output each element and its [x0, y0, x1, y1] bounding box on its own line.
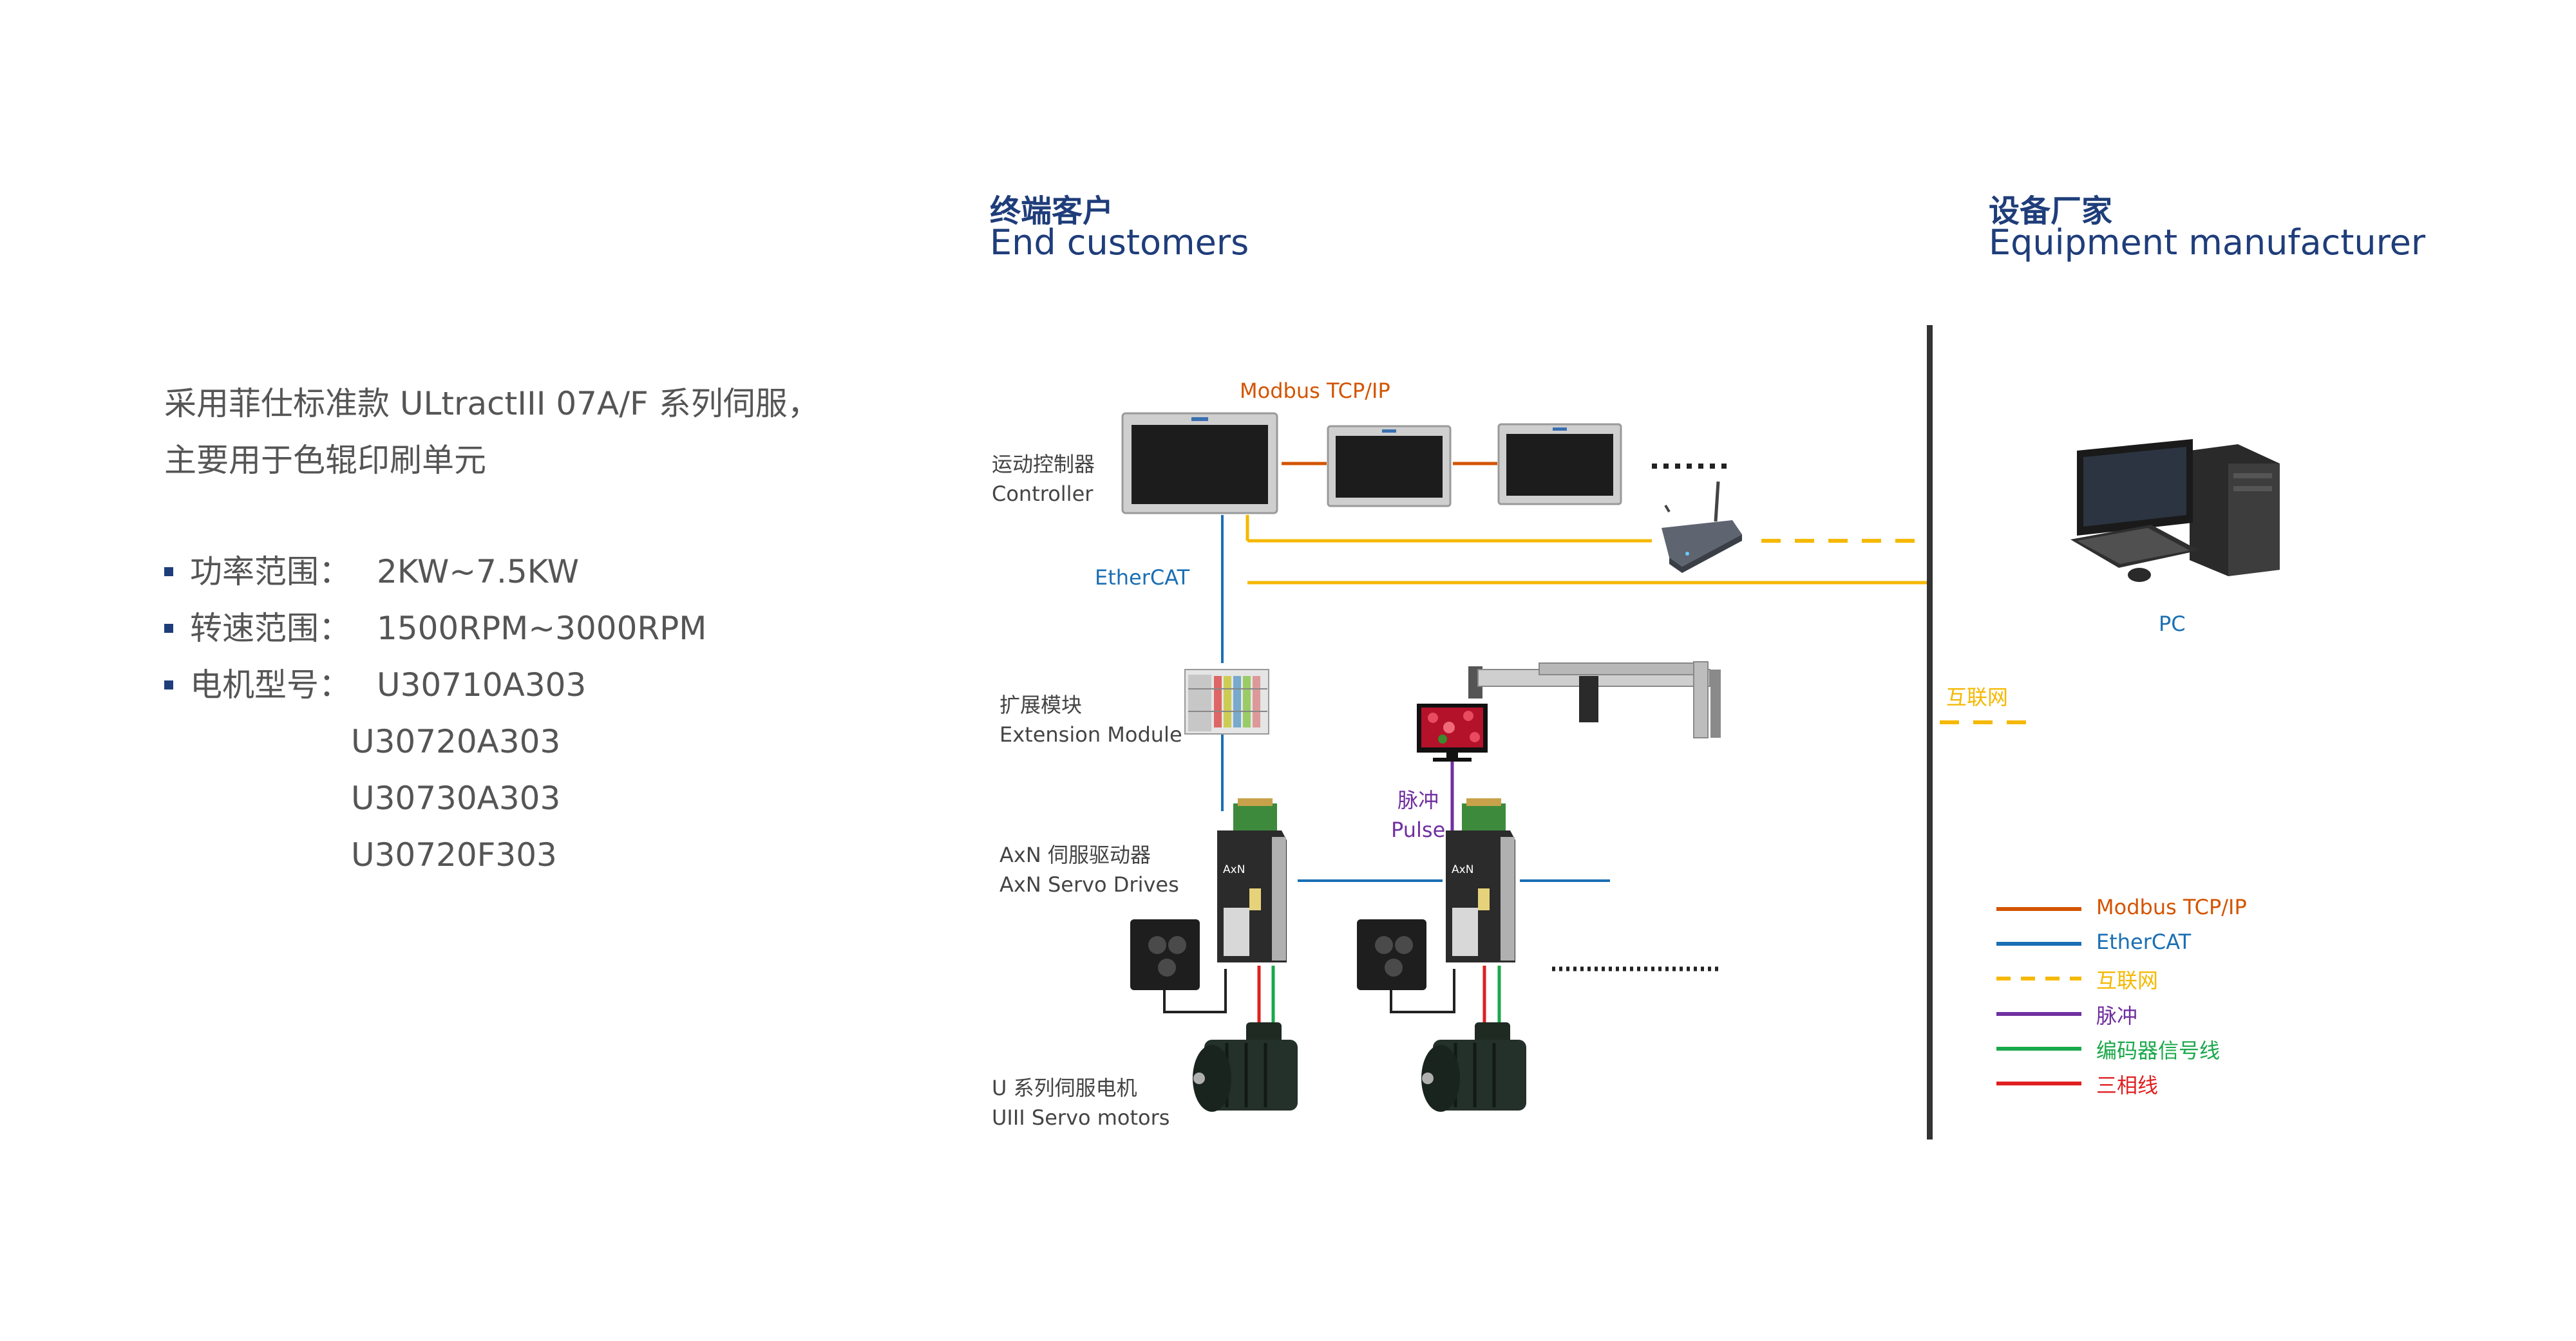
end-customers-heading-cn: 终端客户: [990, 193, 1114, 229]
extension-module-label: 扩展模块 Extension Module: [999, 690, 1182, 749]
legend-label-modbus: Modbus TCP/IP: [2096, 895, 2247, 919]
spec-power: 功率范围： 2KW~7.5KW: [164, 543, 579, 600]
motor-cable: [1390, 969, 1455, 1013]
legend-label-ethercat: EtherCAT: [2096, 930, 2192, 954]
legend-swatches: [1996, 907, 2081, 1085]
controller-panel-icon: [1121, 412, 1278, 514]
bullet-icon: [164, 680, 173, 689]
spec-speed: 转速范围： 1500RPM~3000RPM: [164, 600, 706, 657]
manufacturer-heading-cn: 设备厂家: [1989, 193, 2113, 229]
motor-cable: [1163, 969, 1227, 1013]
spec-label: 转速范围：: [190, 610, 351, 647]
spec-value: 2KW~7.5KW: [377, 553, 580, 590]
hmi-panel-icon: [1327, 425, 1452, 507]
monitor-icon: [1417, 704, 1488, 762]
extension-module-label-en: Extension Module: [999, 722, 1182, 747]
controller-label-en: Controller: [992, 482, 1094, 506]
bullet-icon: [164, 567, 173, 576]
servo-drive-icon: AxN: [1217, 798, 1287, 962]
servo-drive-icon: AxN: [1446, 798, 1515, 962]
pc-label: PC: [2159, 612, 2186, 636]
legend-label-three-phase: 三相线: [2096, 1073, 2159, 1098]
router-icon: [1662, 481, 1742, 573]
spec-value: 1500RPM~3000RPM: [377, 610, 707, 647]
pulse-label: 脉冲 Pulse: [1391, 785, 1445, 845]
intro-line-1: 采用菲仕标准款 ULtractIII 07A/F 系列伺服，: [164, 385, 820, 422]
end-customers-heading-en: End customers: [990, 222, 1249, 263]
servo-drives-label-cn: AxN 伺服驱动器: [999, 843, 1151, 867]
divider-bar: [1927, 325, 1933, 1139]
servo-motor-icon: [1421, 1022, 1526, 1112]
legend-label-encoder: 编码器信号线: [2096, 1038, 2221, 1063]
ethercat-label: EtherCAT: [1095, 565, 1190, 590]
controller-label-cn: 运动控制器: [992, 452, 1095, 476]
intro-line-2: 主要用于色辊印刷单元: [164, 442, 486, 479]
encoder-box-icon: [1357, 919, 1426, 990]
pulse-label-en: Pulse: [1391, 818, 1446, 842]
drive-badge-label: AxN: [1452, 863, 1473, 876]
spec-motor-model: 电机型号： U30710A303: [164, 657, 586, 713]
servo-motors-label: U 系列伺服电机 UIII Servo motors: [992, 1073, 1170, 1132]
legend-label-internet: 互联网: [2096, 968, 2159, 993]
servo-drives-label: AxN 伺服驱动器 AxN Servo Drives: [999, 840, 1179, 899]
spec-value: U30710A303: [377, 666, 587, 704]
servo-motors-label-en: UIII Servo motors: [992, 1105, 1170, 1130]
extension-module-icon: [1184, 669, 1269, 735]
pulse-label-cn: 脉冲: [1397, 788, 1439, 812]
spec-label: 功率范围：: [190, 553, 351, 590]
bullet-icon: [164, 623, 173, 633]
manufacturer-heading-en: Equipment manufacturer: [1989, 222, 2426, 263]
drive-badge-label: AxN: [1223, 863, 1245, 876]
controller-label: 运动控制器 Controller: [992, 449, 1095, 509]
pc-icon: [2070, 439, 2280, 582]
internet-label: 互联网: [1946, 685, 2009, 709]
legend-label-pulse: 脉冲: [2096, 1004, 2138, 1028]
hmi-panel-icon: [1497, 423, 1622, 505]
motor-model-2: U30720A303: [351, 723, 561, 760]
motor-model-4: U30720F303: [351, 836, 557, 874]
servo-motor-icon: [1193, 1022, 1298, 1112]
encoder-box-icon: [1130, 919, 1200, 990]
motor-model-3: U30730A303: [351, 780, 561, 817]
spec-label: 电机型号：: [190, 666, 351, 704]
servo-drives-label-en: AxN Servo Drives: [999, 872, 1179, 897]
extension-module-label-cn: 扩展模块: [999, 693, 1083, 717]
servo-motors-label-cn: U 系列伺服电机: [992, 1076, 1137, 1100]
modbus-label: Modbus TCP/IP: [1240, 379, 1390, 403]
gantry-robot-icon: [1468, 661, 1721, 738]
